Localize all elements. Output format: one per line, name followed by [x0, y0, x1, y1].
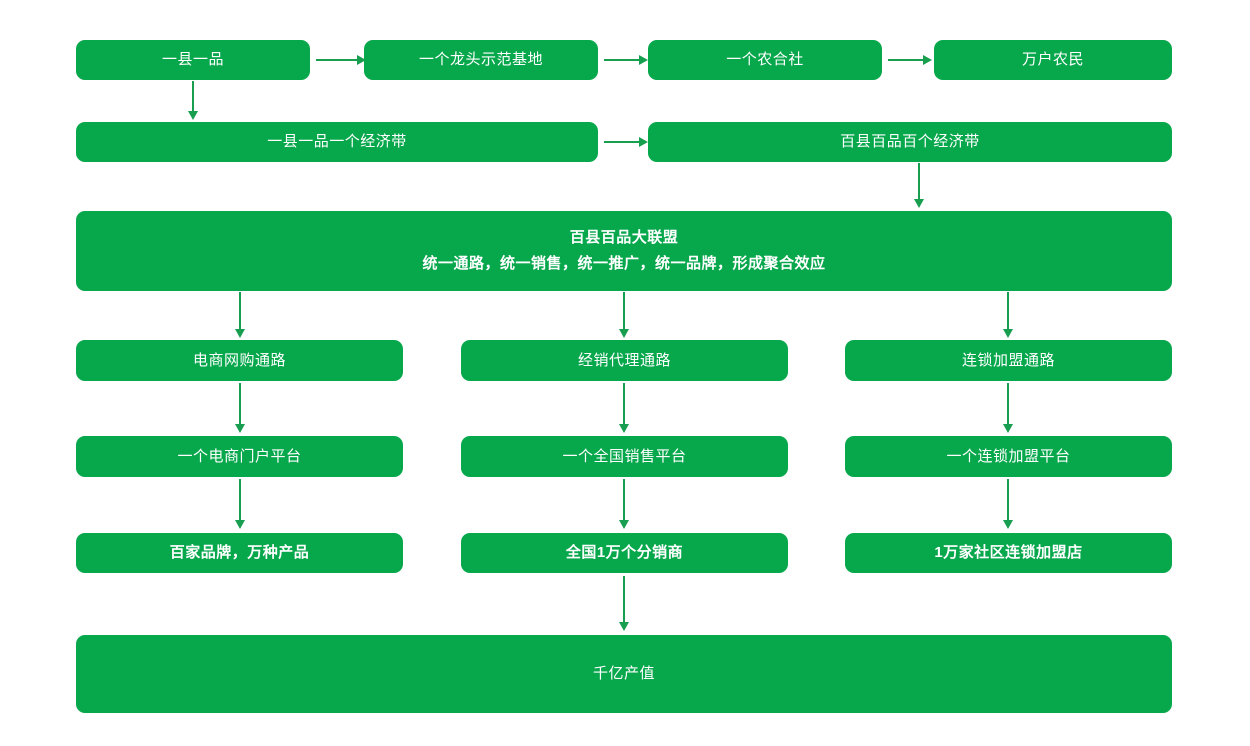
arrow-head [619, 424, 629, 433]
alliance-line-2: 统一通路，统一销售，统一推广，统一品牌，形成聚合效应 [422, 255, 826, 272]
node-ten-thousand-community-stores[interactable]: 1万家社区连锁加盟店 [845, 533, 1172, 573]
arrow-stem [316, 59, 358, 61]
arrow-stem [604, 141, 640, 143]
arrow-stem [1007, 383, 1009, 425]
node-franchise-chain-platform[interactable]: 一个连锁加盟平台 [845, 436, 1172, 477]
arrow-stem [1007, 292, 1009, 330]
node-one-county-one-product[interactable]: 一县一品 [76, 40, 310, 80]
node-hundred-brands-ten-thousand-products[interactable]: 百家品牌，万种产品 [76, 533, 403, 573]
arrow-head [1003, 424, 1013, 433]
arrow-head [619, 329, 629, 338]
arrow-head [1003, 329, 1013, 338]
arrow-stem [1007, 479, 1009, 521]
arrow-alliance-to-channel-1 [233, 292, 247, 338]
arrow-platform-1-to-outcome-1 [233, 479, 247, 529]
arrow-head [235, 329, 245, 338]
arrow-stem [623, 292, 625, 330]
arrow-platform-2-to-outcome-2 [617, 479, 631, 529]
arrow-head [619, 622, 629, 631]
alliance-text: 百县百品大联盟 统一通路，统一销售，统一推广，统一品牌，形成聚合效应 [422, 227, 825, 275]
node-franchise-chain-channel[interactable]: 连锁加盟通路 [845, 340, 1172, 381]
node-ecommerce-portal-platform[interactable]: 一个电商门户平台 [76, 436, 403, 477]
arrow-stem [239, 292, 241, 330]
node-hundred-billion-output-value[interactable]: 千亿产值 [76, 635, 1172, 713]
node-hundred-counties-hundred-belts[interactable]: 百县百品百个经济带 [648, 122, 1172, 162]
node-one-county-one-product-one-belt[interactable]: 一县一品一个经济带 [76, 122, 598, 162]
arrow-stem [239, 479, 241, 521]
arrow-head [639, 137, 648, 147]
arrow-stem [918, 163, 920, 200]
arrow-r1-b-to-c [604, 54, 648, 66]
arrow-channel-3-to-platform-3 [1001, 383, 1015, 433]
node-leading-demo-base[interactable]: 一个龙头示范基地 [364, 40, 598, 80]
node-grand-alliance[interactable]: 百县百品大联盟 统一通路，统一销售，统一推广，统一品牌，形成聚合效应 [76, 211, 1172, 291]
node-ecommerce-channel[interactable]: 电商网购通路 [76, 340, 403, 381]
arrow-r2a-to-r2b [604, 136, 648, 148]
arrow-channel-1-to-platform-1 [233, 383, 247, 433]
arrow-r1-c-to-d [888, 54, 932, 66]
arrow-r1-a-to-b [316, 54, 366, 66]
arrow-head [914, 199, 924, 208]
arrow-r1a-to-r2a [186, 81, 200, 120]
arrow-head [1003, 520, 1013, 529]
arrow-head [639, 55, 648, 65]
node-national-sales-platform[interactable]: 一个全国销售平台 [461, 436, 788, 477]
arrow-channel-2-to-platform-2 [617, 383, 631, 433]
arrow-head [357, 55, 366, 65]
arrow-alliance-to-channel-2 [617, 292, 631, 338]
arrow-alliance-to-channel-3 [1001, 292, 1015, 338]
arrow-head [619, 520, 629, 529]
arrow-stem [623, 576, 625, 623]
arrow-outcome-2-to-final [617, 576, 631, 631]
node-ten-thousand-farmers[interactable]: 万户农民 [934, 40, 1172, 80]
arrow-head [235, 424, 245, 433]
arrow-head [923, 55, 932, 65]
alliance-line-1: 百县百品大联盟 [569, 229, 679, 247]
arrow-r2b-to-alliance [912, 163, 926, 208]
arrow-stem [623, 479, 625, 521]
node-farmer-cooperative[interactable]: 一个农合社 [648, 40, 882, 80]
arrow-head [188, 111, 198, 120]
arrow-stem [239, 383, 241, 425]
node-distributor-agent-channel[interactable]: 经销代理通路 [461, 340, 788, 381]
arrow-stem [888, 59, 924, 61]
arrow-platform-3-to-outcome-3 [1001, 479, 1015, 529]
arrow-stem [623, 383, 625, 425]
arrow-head [235, 520, 245, 529]
arrow-stem [192, 81, 194, 112]
arrow-stem [604, 59, 640, 61]
node-national-ten-thousand-distributors[interactable]: 全国1万个分销商 [461, 533, 788, 573]
